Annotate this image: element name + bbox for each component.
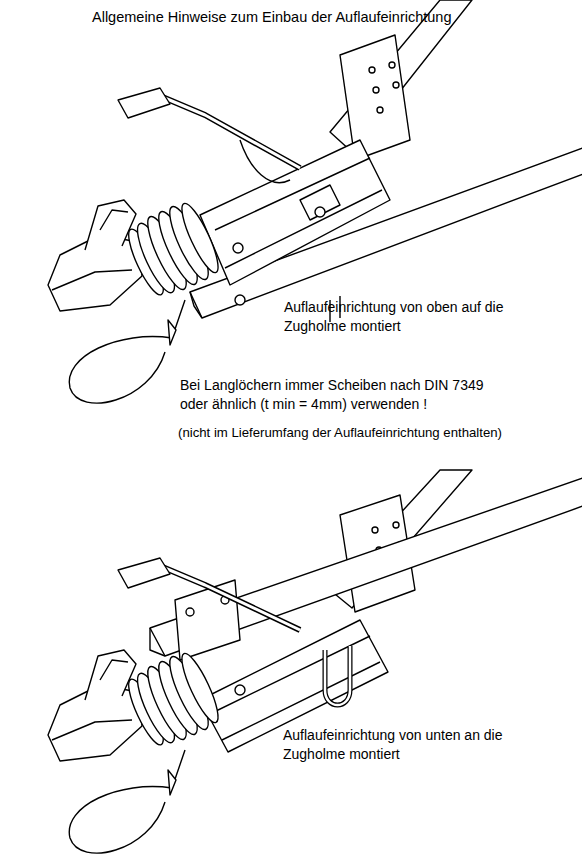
note-label: (nicht im Lieferumfang der Auflaufeinric… xyxy=(178,424,502,442)
note-label: Bei Langlöchern immer Scheiben nach DIN … xyxy=(180,376,492,414)
note-label: Auflaufeinrichtung von unten an die Zugh… xyxy=(283,726,511,764)
title: Allgemeine Hinweise zum Einbau der Aufla… xyxy=(92,8,451,28)
note-label: Auflaufeinrichtung von oben auf die Zugh… xyxy=(284,298,512,336)
